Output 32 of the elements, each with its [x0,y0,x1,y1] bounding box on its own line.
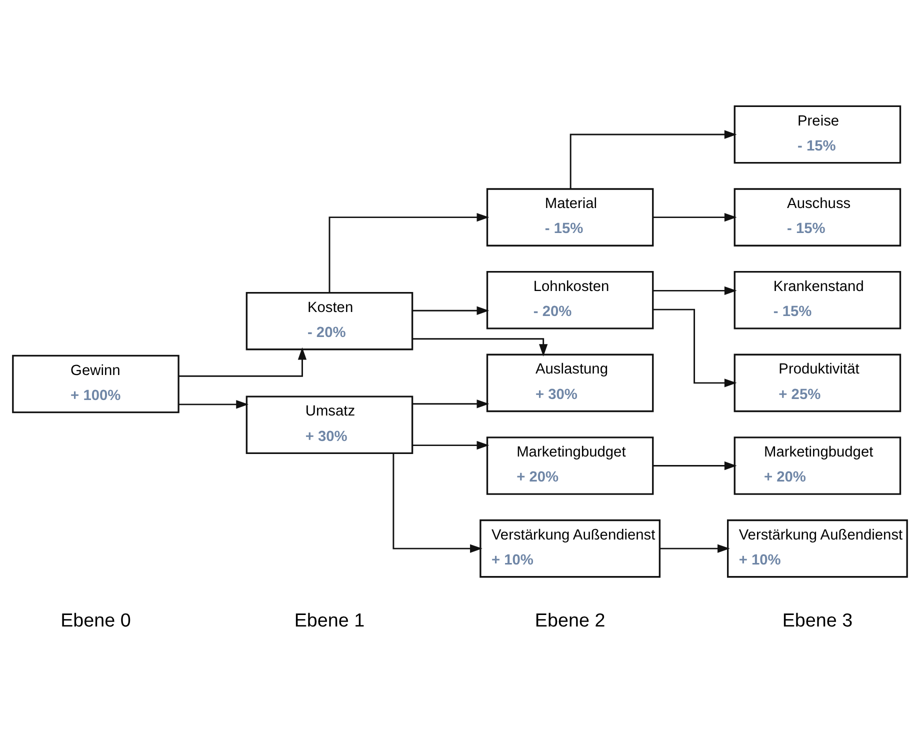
arrow [178,347,307,377]
arrow [392,453,482,553]
arrow [412,440,490,450]
node-box: Marketingbudget + 20% [734,436,902,495]
node-box: Umsatz + 30% [246,396,414,454]
arrow [412,400,490,408]
node-box: Krankenstand - 15% [734,270,902,330]
label: Ebene 0 [60,610,131,631]
node-box: Auschuss - 15% [734,188,902,246]
arrow [178,400,249,409]
node-box: Marketingbudget + 20% [486,436,654,495]
arrow [652,308,737,388]
node-box: Lohnkosten - 20% [486,270,654,330]
node-box: Verstärkung Außendienst + 10% [480,519,661,578]
arrow [653,286,737,296]
arrow [570,130,737,189]
node-box: Kosten - 20% [246,292,414,350]
arrow [412,306,490,315]
label: Ebene 3 [782,610,853,631]
arrow [653,212,737,222]
arrow [660,544,730,553]
node-box: Auslastung + 30% [486,354,654,412]
node-box: Verstärkung Außendienst + 10% [727,519,908,578]
label: Ebene 2 [534,610,606,631]
arrow [653,461,737,470]
node-box: Gewinn + 100% [12,354,180,414]
label: Ebene 1 [294,610,365,631]
arrow [412,338,548,357]
node-box: Material - 15% [486,188,654,246]
node-box: Produktivität + 25% [734,354,902,412]
node-box: Preise - 15% [734,105,902,164]
arrow [328,212,490,293]
